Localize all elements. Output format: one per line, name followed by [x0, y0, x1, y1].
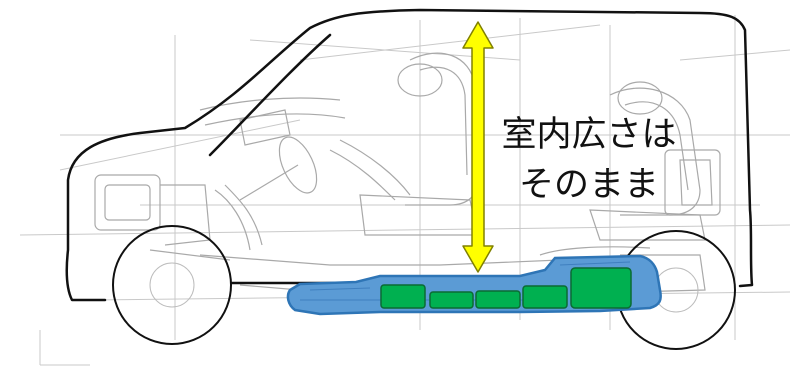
interior-sketch: [94, 52, 721, 293]
height-arrow-icon: [462, 21, 494, 273]
battery-module: [380, 284, 426, 309]
caption-line-1: 室内広さは: [501, 115, 677, 155]
background-sketch-lines: [19, 15, 791, 366]
caption-line-2: そのまま: [518, 165, 659, 205]
battery-modules: [380, 267, 632, 309]
battery-module: [429, 291, 474, 309]
battery-module: [522, 285, 568, 309]
front-wheel-hub: [149, 262, 195, 308]
front-wheel: [112, 225, 232, 345]
car-body-outline: [65, 8, 754, 302]
battery-module: [570, 267, 632, 309]
battery-module: [475, 290, 521, 309]
